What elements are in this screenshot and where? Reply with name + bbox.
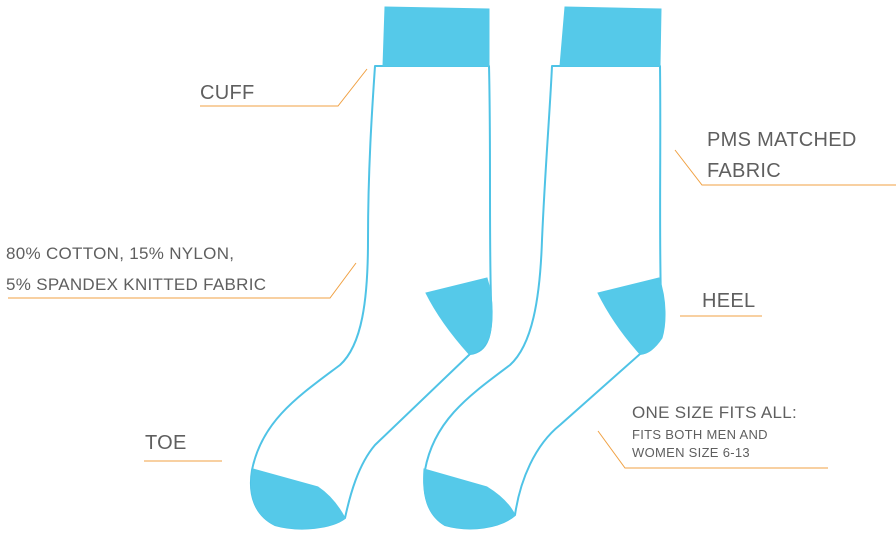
fabric-composition-label-line2: 5% SPANDEX KNITTED FABRIC <box>6 274 266 295</box>
size-title-label: ONE SIZE FITS ALL: <box>632 402 797 423</box>
fabric-composition-label-line1: 80% COTTON, 15% NYLON, <box>6 243 234 264</box>
size-detail-line2: WOMEN SIZE 6-13 <box>632 445 750 462</box>
left-cuff <box>383 7 489 66</box>
size-detail-line1: FITS BOTH MEN AND <box>632 427 768 444</box>
right-cuff <box>560 7 661 66</box>
heel-label: HEEL <box>702 289 755 314</box>
toe-label: TOE <box>145 431 187 456</box>
pms-matched-label-line2: FABRIC <box>707 159 781 184</box>
pms-matched-label-line1: PMS MATCHED <box>707 128 857 153</box>
cuff-label: CUFF <box>200 81 255 106</box>
